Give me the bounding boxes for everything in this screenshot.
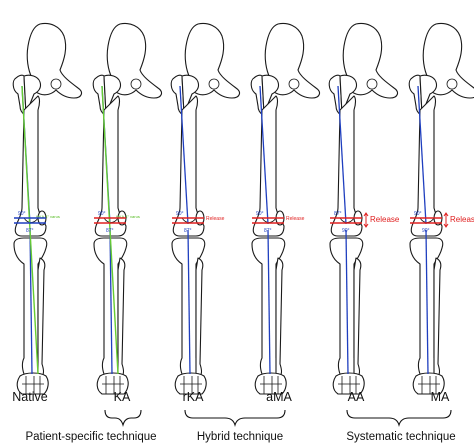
femoral-mechanical-axis bbox=[417, 85, 427, 225]
femur-angle-label: 90° bbox=[256, 211, 264, 217]
double-arrow-icon bbox=[443, 212, 449, 228]
group-label-systematic: Systematic technique bbox=[346, 431, 455, 443]
femoral-mechanical-axis bbox=[259, 85, 269, 225]
tibial-mechanical-axis bbox=[109, 229, 113, 375]
brace-patient-specific bbox=[104, 409, 142, 427]
group-braces bbox=[104, 409, 452, 427]
limb-label-aa: AA bbox=[348, 390, 365, 404]
group-labels: Patient-specific technique Hybrid techni… bbox=[25, 431, 455, 443]
femur-angle-label: 90° bbox=[18, 211, 26, 217]
brace-hybrid bbox=[184, 409, 286, 427]
femoral-mechanical-axis bbox=[179, 85, 189, 225]
limb-label-rka: rKA bbox=[183, 390, 205, 404]
hka-line bbox=[21, 85, 39, 375]
limb-labels: Native KA rKA aMA AA MA bbox=[12, 390, 450, 404]
leg-native: HKA 3° varus 90° 87° bbox=[12, 22, 83, 395]
leg-rka: 90° 87° Release bbox=[170, 22, 241, 395]
limb-label-ma: MA bbox=[431, 390, 450, 404]
tibia-angle-label: 87° bbox=[106, 228, 114, 234]
tibial-mechanical-axis bbox=[345, 229, 349, 375]
limb-label-native: Native bbox=[12, 390, 47, 404]
hka-label: HKA 3° varus bbox=[36, 214, 60, 219]
leg-ka: HKA 3° varus 90° 87° bbox=[92, 22, 163, 395]
femur-angle-label: 90° bbox=[414, 211, 422, 217]
limb-label-ama: aMA bbox=[266, 390, 292, 404]
group-label-patient-specific: Patient-specific technique bbox=[25, 431, 156, 443]
leg-skeleton bbox=[170, 22, 241, 395]
tibia-angle-label: 87° bbox=[26, 228, 34, 234]
double-arrow-icon bbox=[363, 212, 369, 228]
tibia-angle-label: 90° bbox=[342, 228, 350, 234]
leg-skeleton bbox=[12, 22, 83, 395]
release-label: Release bbox=[286, 216, 305, 222]
tibia-angle-label: 87° bbox=[184, 228, 192, 234]
leg-aa: 87° 90° Release bbox=[328, 22, 400, 395]
release-label: Release bbox=[206, 216, 225, 222]
brace-systematic bbox=[346, 409, 452, 427]
leg-skeleton bbox=[328, 22, 399, 395]
femur-angle-label: 90° bbox=[176, 211, 184, 217]
release-label: Release bbox=[450, 215, 474, 224]
group-label-hybrid: Hybrid technique bbox=[197, 431, 283, 443]
tibia-angle-label: 87° bbox=[264, 228, 272, 234]
tibial-mechanical-axis bbox=[267, 229, 271, 375]
hka-label: HKA 3° varus bbox=[116, 214, 140, 219]
femoral-mechanical-axis bbox=[337, 85, 347, 225]
tibial-mechanical-axis bbox=[425, 229, 429, 375]
tibial-mechanical-axis bbox=[187, 229, 191, 375]
leg-ama: 90° 87° Release bbox=[250, 22, 321, 395]
leg-skeleton bbox=[408, 22, 474, 395]
tibia-angle-label: 90° bbox=[422, 228, 430, 234]
hka-line bbox=[101, 85, 119, 375]
leg-skeleton bbox=[250, 22, 321, 395]
release-label: Release bbox=[370, 215, 400, 224]
leg-ma: 90° 90° Release bbox=[408, 22, 474, 395]
limb-label-ka: KA bbox=[114, 390, 131, 404]
leg-skeleton bbox=[92, 22, 163, 395]
tibial-mechanical-axis bbox=[29, 229, 33, 375]
femur-angle-label: 90° bbox=[98, 211, 106, 217]
femur-angle-label: 87° bbox=[334, 211, 342, 217]
